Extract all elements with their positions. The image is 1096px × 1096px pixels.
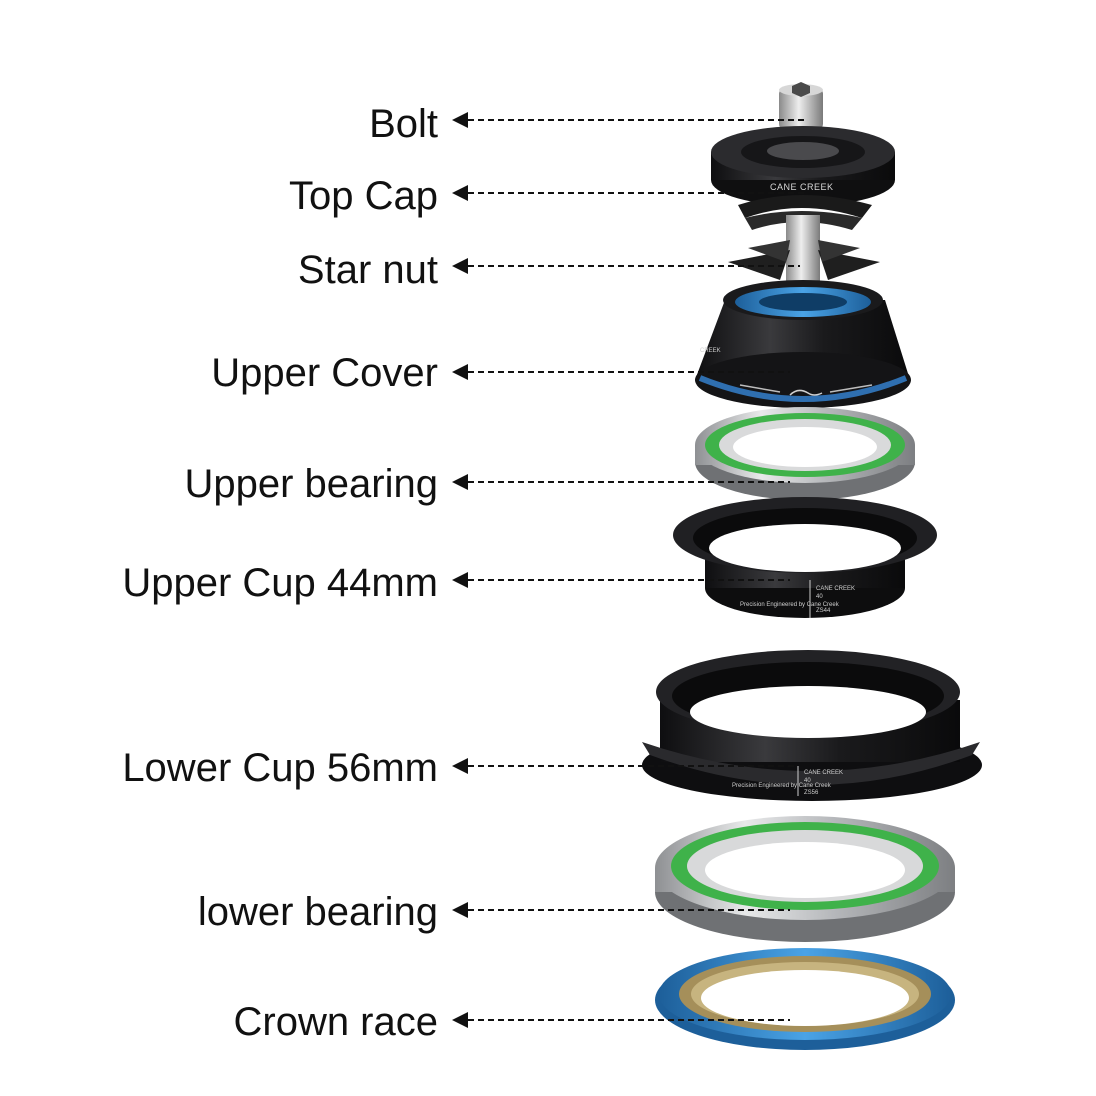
upper-cup-model-text: 40 [816, 594, 823, 600]
label-lower-cup-text: Lower Cup 56mm [122, 746, 438, 790]
label-lower-bearing-text: lower bearing [198, 890, 438, 934]
star-nut-part [728, 195, 880, 285]
arrow-top-cap-icon [452, 185, 468, 201]
label-top-cap-text: Top Cap [289, 174, 438, 218]
label-lower-cup: Lower Cup 56mm [122, 746, 795, 790]
lower-bearing-part [655, 816, 955, 942]
upper-cover-part: CREEK [695, 280, 911, 408]
label-upper-bearing: Upper bearing [185, 462, 790, 506]
crown-race-part [655, 948, 955, 1050]
label-upper-cup-text: Upper Cup 44mm [122, 561, 438, 605]
arrow-upper-cover-icon [452, 364, 468, 380]
label-top-cap: Top Cap [289, 174, 805, 218]
arrow-lower-bearing-icon [452, 902, 468, 918]
lower-cup-tagline-text: Precision Engineered by Cane Creek [732, 783, 832, 789]
arrow-star-nut-icon [452, 258, 468, 274]
label-bolt: Bolt [369, 102, 805, 146]
lower-cup-part: CANE CREEK 40 ZS56 Precision Engineered … [642, 650, 982, 801]
upper-cup-code-text: ZS44 [816, 608, 831, 614]
label-lower-bearing: lower bearing [198, 890, 790, 934]
lower-cup-brand-text: CANE CREEK [804, 770, 843, 776]
arrow-bolt-icon [452, 112, 468, 128]
label-star-nut: Star nut [298, 248, 800, 292]
lower-cup-code-text: ZS56 [804, 790, 819, 796]
label-crown-race: Crown race [233, 1000, 790, 1044]
arrow-upper-bearing-icon [452, 474, 468, 490]
label-upper-bearing-text: Upper bearing [185, 462, 439, 506]
upper-cover-brand-text: CREEK [700, 348, 721, 354]
arrow-lower-cup-icon [452, 758, 468, 774]
arrow-upper-cup-icon [452, 572, 468, 588]
top-cap-part: CANE CREEK [711, 126, 895, 206]
label-upper-cover: Upper Cover [211, 351, 790, 395]
top-cap-brand-text: CANE CREEK [770, 182, 834, 192]
upper-cup-tagline-text: Precision Engineered by Cane Creek [740, 602, 840, 608]
lower-cup-model-text: 40 [804, 778, 811, 784]
upper-bearing-part [695, 407, 915, 500]
upper-cup-brand-text: CANE CREEK [816, 586, 855, 592]
label-bolt-text: Bolt [369, 102, 438, 146]
upper-cup-part: CANE CREEK 40 ZS44 Precision Engineered … [673, 497, 937, 618]
label-star-nut-text: Star nut [298, 248, 438, 292]
arrow-crown-race-icon [452, 1012, 468, 1028]
label-upper-cover-text: Upper Cover [211, 351, 438, 395]
label-crown-race-text: Crown race [233, 1000, 438, 1044]
label-upper-cup: Upper Cup 44mm [122, 561, 790, 605]
